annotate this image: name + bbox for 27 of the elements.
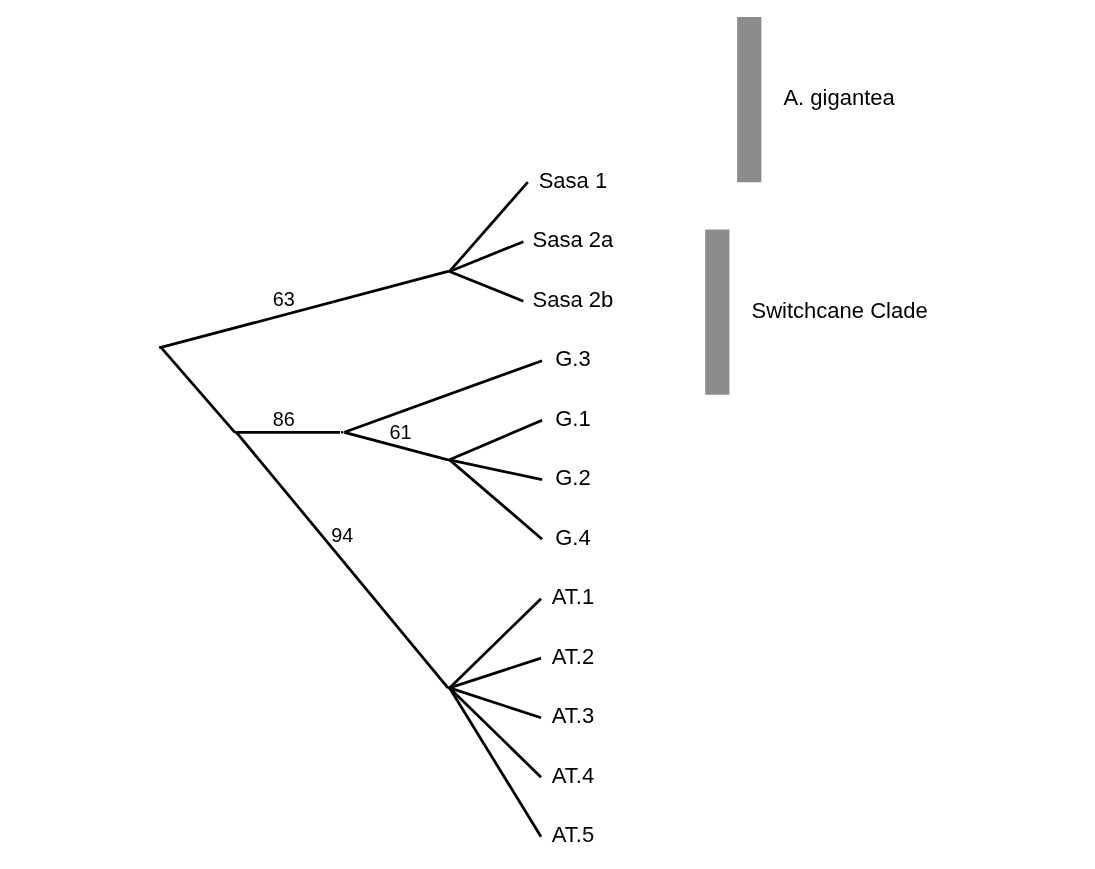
edge-label: 63 [272, 288, 295, 311]
node-text: G.3 [554, 346, 591, 372]
node-point [233, 430, 237, 434]
node-text: Sasa 1 [538, 167, 607, 193]
node-label: Switchcane Clade [750, 297, 928, 323]
edge-label: 86 [272, 408, 295, 431]
node-text: Sasa 2a [532, 227, 613, 253]
node-text: G.2 [554, 465, 591, 491]
node-point [158, 346, 162, 349]
node-point [446, 458, 450, 462]
node-bar [736, 16, 761, 183]
edge-label: 61 [389, 421, 412, 444]
node-text: G.1 [554, 405, 591, 431]
node-point [446, 270, 450, 273]
node-text: AT.2 [551, 643, 594, 669]
node-text: Sasa 2b [532, 286, 613, 312]
edge-label: 94 [330, 523, 353, 546]
node-bar [704, 229, 729, 395]
node-text: AT.4 [551, 762, 594, 788]
node-text: AT.3 [551, 703, 594, 729]
node-point [446, 686, 450, 690]
node-label: A. gigantea [782, 85, 895, 111]
node-text: AT.1 [551, 584, 594, 610]
connector [343, 359, 543, 434]
node-text: AT.5 [551, 822, 594, 848]
node-point [340, 430, 344, 434]
node-text: G.4 [554, 524, 591, 550]
